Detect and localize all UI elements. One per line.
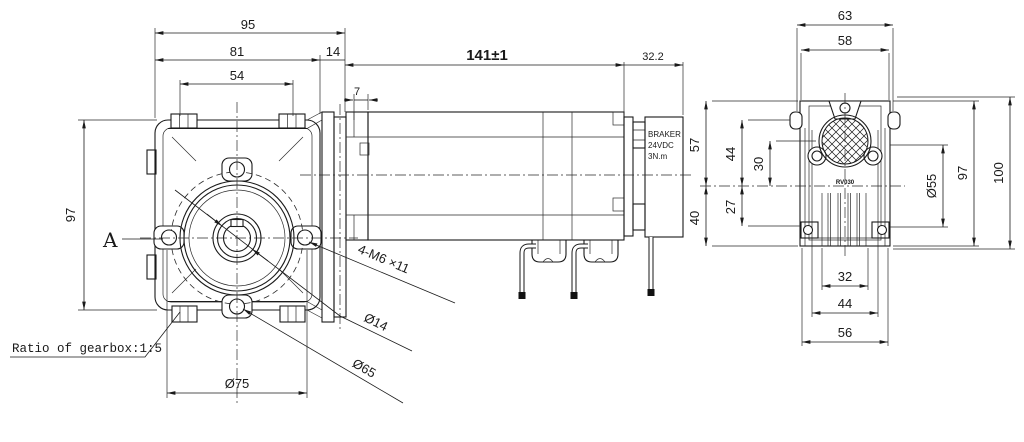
side-ear-tab xyxy=(887,111,901,130)
wire xyxy=(571,243,588,292)
leader-bolt-holes xyxy=(308,241,456,304)
label-bolt-circle: Ø65 xyxy=(350,355,379,380)
lid-tab-lines xyxy=(179,114,189,128)
foot-tab xyxy=(279,305,306,323)
dim-63-text: 63 xyxy=(838,8,852,23)
terminal-pins xyxy=(821,193,867,246)
dim-56-text: 56 xyxy=(838,325,852,340)
terminal-hook xyxy=(583,240,619,263)
side-tab xyxy=(146,254,157,280)
ratio-leader xyxy=(10,311,181,358)
ext-lines-bottom xyxy=(801,240,889,346)
dim-44-upper-text: 44 xyxy=(723,147,738,161)
dim-44-lower-text: 44 xyxy=(838,296,852,311)
dim-97b-text: 97 xyxy=(955,166,970,180)
wire-tip xyxy=(518,292,526,299)
side-view: BRAKER 24VDC 3N.m xyxy=(300,104,692,332)
ext-lines-right xyxy=(890,96,1015,250)
foot-notch xyxy=(876,224,888,236)
ext-lines-pilot xyxy=(166,250,308,398)
wire-core xyxy=(520,244,536,292)
input-flange-plate xyxy=(321,111,335,323)
dim-55-text: Ø55 xyxy=(924,174,939,199)
motor-cylinder xyxy=(367,111,625,241)
leader-arrow xyxy=(206,213,223,227)
brake-stub-top xyxy=(632,121,646,149)
dim-7-text: 7 xyxy=(354,86,360,98)
dim-32-2-text: 32.2 xyxy=(642,51,663,63)
motor-case-lines xyxy=(346,112,624,240)
brake-label-line3: 3N.m xyxy=(648,152,667,161)
label-bolt-holes: 4-M6 ×11 xyxy=(356,241,412,276)
ext-lines-length xyxy=(623,62,684,115)
dim-30-text: 30 xyxy=(751,157,766,171)
motor-end-plate xyxy=(623,116,634,237)
corner-ribs xyxy=(171,136,304,294)
lid-tab xyxy=(278,113,306,129)
lid-tab-lines xyxy=(287,114,297,128)
dim-97-text: 97 xyxy=(63,208,78,222)
wire-tip xyxy=(647,289,655,296)
dim-27-text: 27 xyxy=(723,200,738,214)
lid-flange-join xyxy=(306,111,323,319)
section-label: A xyxy=(102,228,118,252)
dim-14-text: 14 xyxy=(326,44,340,59)
brake-stub-lines xyxy=(633,129,645,141)
wire-tip xyxy=(570,292,578,299)
dim-58-text: 58 xyxy=(838,33,852,48)
mount-foot xyxy=(800,221,819,239)
front-dimensions: 95 81 14 54 97 A Ø75 4-M6 ×11 Ø14 Ø65 Ra… xyxy=(10,17,456,404)
side-ear-tab xyxy=(789,111,803,130)
terminal-hook-detail xyxy=(537,240,561,263)
ear-hole xyxy=(160,229,178,246)
front-view xyxy=(140,102,358,405)
ext-lines-step xyxy=(353,94,369,120)
side-dimensions: 141±1 32.2 7 xyxy=(344,47,684,120)
dim-141-text: 141±1 xyxy=(466,47,508,64)
back-view: RV030 xyxy=(700,93,905,258)
dim-95-text: 95 xyxy=(241,17,255,32)
wire-core xyxy=(572,244,588,292)
clip-symbol xyxy=(612,197,625,212)
ext-lines-top xyxy=(796,28,894,111)
dim-75-text: Ø75 xyxy=(225,376,250,391)
fan-ear-hole xyxy=(811,150,823,162)
label-shaft-bore: Ø14 xyxy=(362,310,391,334)
brake-label-line2: 24VDC xyxy=(648,141,674,150)
motor-adapter xyxy=(345,111,369,241)
brake-box xyxy=(644,116,684,238)
foot-tab-lines xyxy=(179,306,189,322)
leader-shaft-bore xyxy=(174,189,413,352)
mount-foot xyxy=(871,221,890,239)
dim-32-text: 32 xyxy=(838,269,852,284)
dim-81-text: 81 xyxy=(230,44,244,59)
back-dimensions: 57 40 44 27 30 63 58 Ø55 97 100 32 44 56 xyxy=(687,8,1015,346)
side-tab xyxy=(146,149,157,175)
foot-tab xyxy=(171,305,198,323)
leader-arrow xyxy=(251,248,269,262)
dim-54-text: 54 xyxy=(230,68,244,83)
terminal-hook xyxy=(531,240,567,263)
brake-stub-bottom xyxy=(632,203,646,231)
foot-tab-lines xyxy=(287,306,297,322)
fan-ear-hole xyxy=(867,150,879,162)
dim-57-text: 57 xyxy=(687,138,702,152)
brake-label-line1: BRAKER xyxy=(648,130,681,139)
dim-40-text: 40 xyxy=(687,211,702,225)
ratio-note: Ratio of gearbox:1:5 xyxy=(12,342,162,356)
dim-100-text: 100 xyxy=(991,162,1006,184)
terminal-hook-detail xyxy=(589,240,613,263)
wire xyxy=(519,243,536,292)
ext-lines-top xyxy=(154,28,346,118)
foot-notch xyxy=(802,224,814,236)
ear-hole xyxy=(296,229,314,246)
ext-lines-left xyxy=(712,100,816,247)
ext-lines-height xyxy=(78,119,157,311)
clip-symbol xyxy=(612,111,625,126)
leader-bolt-circle xyxy=(242,308,404,404)
side-columns xyxy=(804,128,886,246)
clip-symbol xyxy=(359,142,370,156)
lid-tab xyxy=(170,113,198,129)
